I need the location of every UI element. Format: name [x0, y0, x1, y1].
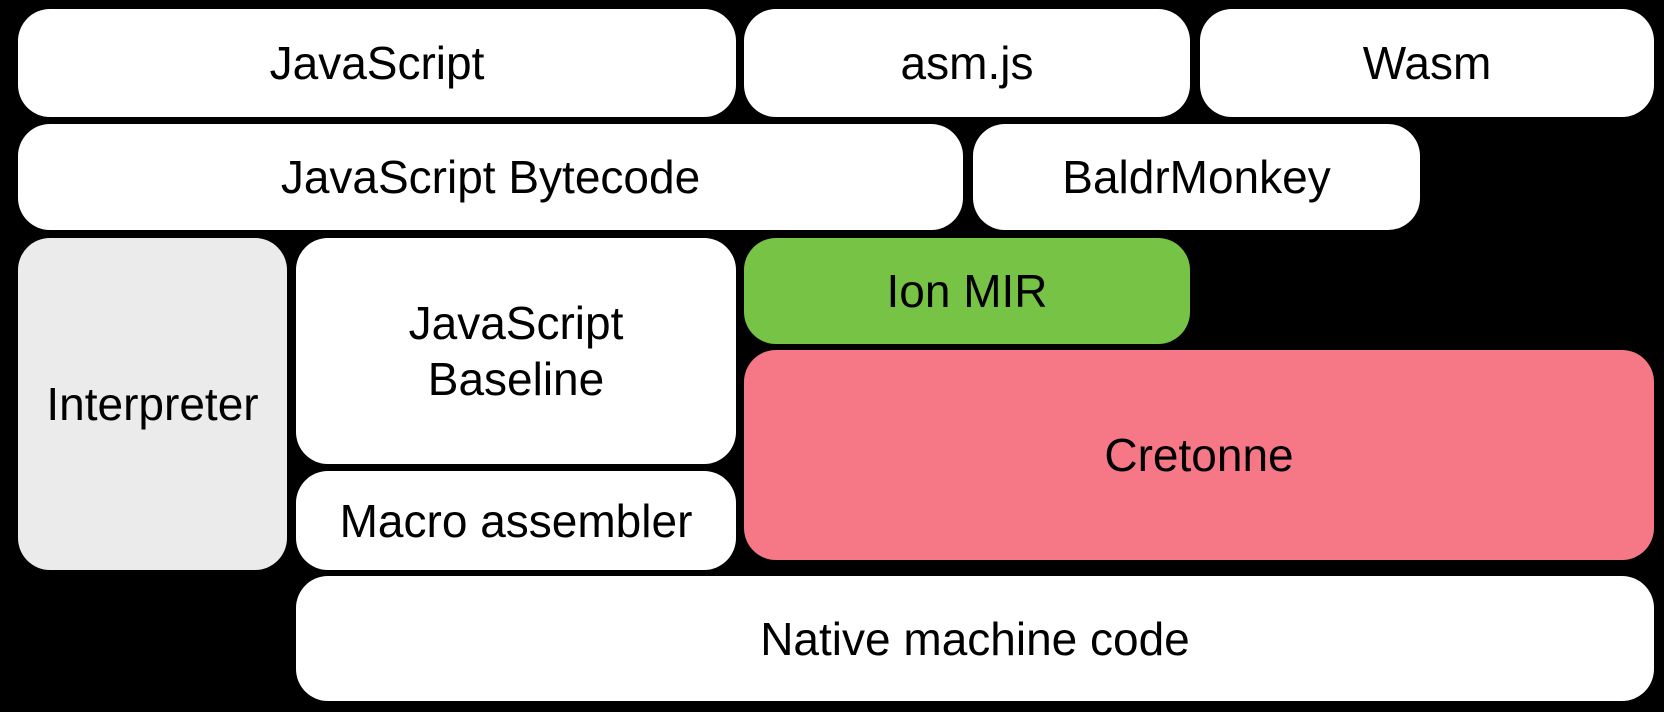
box-baldrmonkey: BaldrMonkey — [973, 124, 1420, 230]
box-cretonne-label: Cretonne — [1104, 429, 1294, 481]
box-macro-assembler-label: Macro assembler — [339, 494, 693, 547]
box-asmjs: asm.js — [744, 9, 1190, 117]
box-javascript-bytecode: JavaScript Bytecode — [18, 124, 963, 230]
box-asmjs-label: asm.js — [900, 37, 1034, 89]
box-native-machine-code: Native machine code — [296, 576, 1654, 701]
box-macro-assembler: Macro assembler — [296, 471, 736, 570]
box-native-machine-code-label: Native machine code — [760, 612, 1190, 665]
box-javascript: JavaScript — [18, 9, 736, 117]
box-javascript-baseline: JavaScript Baseline — [296, 238, 736, 464]
box-javascript-label: JavaScript — [269, 37, 485, 89]
box-ion-mir: Ion MIR — [744, 238, 1190, 344]
box-ion-mir-label: Ion MIR — [886, 265, 1048, 317]
box-wasm-label: Wasm — [1362, 37, 1492, 89]
box-baldrmonkey-label: BaldrMonkey — [1062, 151, 1331, 203]
box-cretonne: Cretonne — [744, 350, 1654, 560]
box-wasm: Wasm — [1200, 9, 1654, 117]
box-interpreter-label: Interpreter — [46, 378, 259, 430]
box-javascript-bytecode-label: JavaScript Bytecode — [280, 151, 701, 203]
box-interpreter: Interpreter — [18, 238, 287, 570]
box-javascript-baseline-label: JavaScript Baseline — [408, 297, 624, 405]
